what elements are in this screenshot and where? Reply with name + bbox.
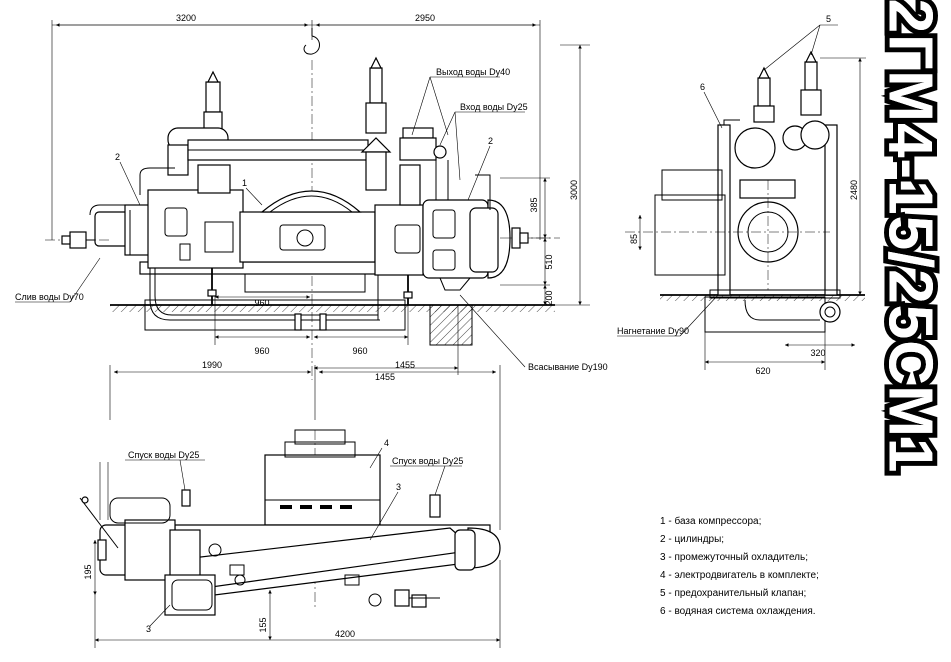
dim-base-960-b: 960 xyxy=(254,346,269,356)
front-view: 3200 2950 3000 385 510 200 960 xyxy=(15,13,608,382)
callout-4: 4 xyxy=(384,438,389,448)
callout-3-lower: 3 xyxy=(146,624,151,634)
dim-height-2480: 2480 xyxy=(849,180,859,200)
dim-1455-plan: 1455 xyxy=(395,360,415,370)
callout-1: 1 xyxy=(242,178,247,188)
dim-155: 155 xyxy=(258,617,268,632)
dim-base-960-c: 960 xyxy=(352,346,367,356)
dim-1990: 1990 xyxy=(202,360,222,370)
label-water-out-dy40: Выход воды Dy40 xyxy=(436,67,510,77)
plan-view: 1990 1455 4 3 xyxy=(79,360,501,648)
legend-item-1: 1 - база компрессора; xyxy=(660,516,762,527)
label-water-in-dy25: Вход воды Dy25 xyxy=(460,102,528,112)
dim-4200: 4200 xyxy=(335,629,355,639)
dim-overall-right: 2950 xyxy=(415,13,435,23)
legend-item-5: 5 - предохранительный клапан; xyxy=(660,588,807,599)
model-title-fill: 2ГМ4-15/25СМ1 xyxy=(875,0,945,474)
dim-385: 385 xyxy=(529,197,539,212)
callout-2-right: 2 xyxy=(488,136,493,146)
dim-85: 85 xyxy=(629,234,639,244)
legend: 1 - база компрессора; 2 - цилиндры; 3 - … xyxy=(660,513,870,621)
label-drain-left-dy25: Спуск воды Dy25 xyxy=(128,450,199,460)
label-suction-dy190: Всасывание Dy190 xyxy=(528,362,608,372)
label-drain-right-dy25: Спуск воды Dy25 xyxy=(392,456,463,466)
dim-base-960-a: 960 xyxy=(254,298,269,308)
dim-620: 620 xyxy=(755,366,770,376)
model-title: 2ГМ4-15/25СМ1 2ГМ4-15/25СМ1 xyxy=(871,0,950,478)
dim-span-1455: 1455 xyxy=(375,372,395,382)
callout-3-upper: 3 xyxy=(396,482,401,492)
legend-item-3: 3 - промежуточный охладитель; xyxy=(660,552,808,563)
dim-320: 320 xyxy=(810,348,825,358)
dim-200: 200 xyxy=(544,290,554,305)
callout-6: 6 xyxy=(700,82,705,92)
dim-195: 195 xyxy=(83,564,93,579)
dim-height-3000: 3000 xyxy=(569,180,579,200)
callout-5: 5 xyxy=(826,14,831,24)
dim-510: 510 xyxy=(544,254,554,269)
crane-hook-icon xyxy=(303,28,320,55)
legend-item-4: 4 - электродвигатель в комплекте; xyxy=(660,570,819,581)
label-discharge-dy90: Нагнетание Dy90 xyxy=(617,326,689,336)
legend-item-2: 2 - цилиндры; xyxy=(660,534,725,545)
side-view: 2480 5 6 8 xyxy=(617,14,866,376)
label-drain-dy70: Слив воды Dy70 xyxy=(15,292,84,302)
legend-item-6: 6 - водяная система охлаждения. xyxy=(660,606,816,617)
callout-2-left: 2 xyxy=(115,152,120,162)
dim-overall-left: 3200 xyxy=(176,13,196,23)
